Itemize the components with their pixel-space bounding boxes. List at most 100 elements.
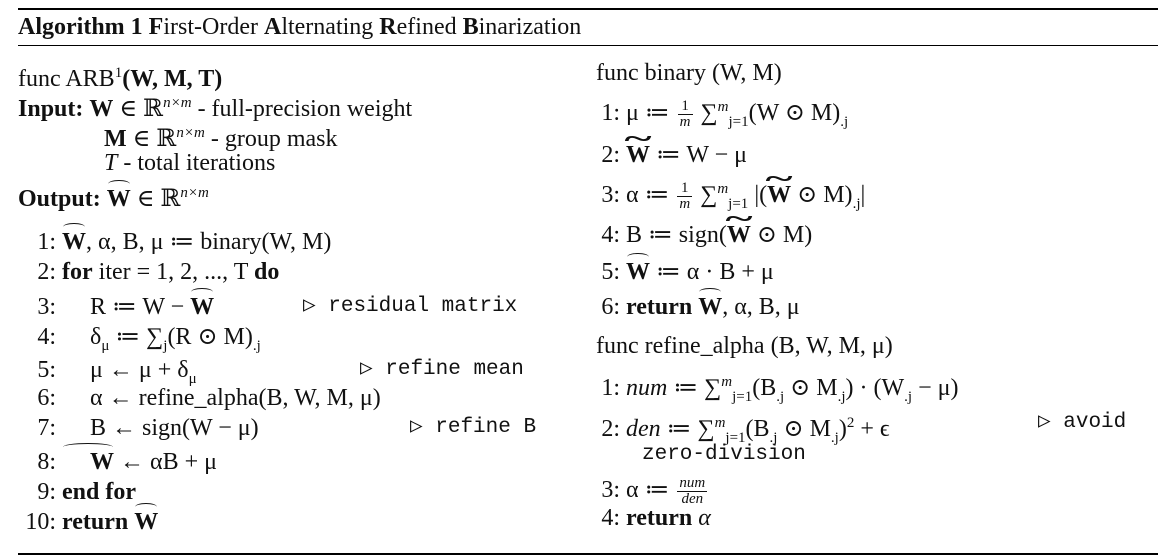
step-text: μ ≔ xyxy=(626,100,676,126)
step-text: ⊙ M) xyxy=(791,182,853,208)
subscript: .j xyxy=(852,195,861,212)
arb-step-4: 4: δμ ≔ ∑j(R ⊙ M).j xyxy=(18,322,260,361)
top-rule xyxy=(18,8,1158,10)
step-text: (B xyxy=(752,375,777,401)
w-hat-symbol: W xyxy=(134,503,159,535)
step-text: ≔ ∑ xyxy=(667,375,722,401)
step-text: (W ⊙ M) xyxy=(748,100,841,126)
func-args: (W, M, T) xyxy=(122,66,223,92)
subscript: j xyxy=(163,337,168,354)
subscript: .j xyxy=(776,388,785,405)
footnote-mark: 1 xyxy=(114,65,123,81)
arb-step-3: 3: R ≔ W − W xyxy=(18,288,215,322)
line-number: 4: xyxy=(37,324,56,350)
var-num: num xyxy=(626,375,668,401)
w-tilde-symbol: W xyxy=(727,220,751,250)
subscript: μ xyxy=(188,370,197,387)
arb-step-2: 2: for iter = 1, 2, ..., T do xyxy=(18,257,279,287)
input-label: Input: xyxy=(18,96,84,122)
comment-refine-b: ▷ refine B xyxy=(410,416,537,439)
return-keyword: return xyxy=(626,294,693,320)
subscript: j=1 xyxy=(728,113,749,130)
subscript: .j xyxy=(837,388,846,405)
superscript: m xyxy=(714,415,726,431)
superscript: m xyxy=(717,99,729,115)
step-text: ≔ ∑ xyxy=(660,416,715,442)
output-symbol: W xyxy=(106,180,131,212)
w-hat-symbol: W xyxy=(626,253,650,285)
line-number: 4: xyxy=(601,505,620,531)
line-number: 6: xyxy=(601,294,620,320)
w-hat-symbol: W xyxy=(698,288,723,320)
subscript: j=1 xyxy=(732,388,753,405)
step-text: , α, B, μ ≔ binary(W, M) xyxy=(86,229,332,255)
subscript: .j xyxy=(840,113,849,130)
step-text: ∑ xyxy=(694,182,718,208)
input-set: ∈ ℝ xyxy=(132,126,177,152)
line-number: 5: xyxy=(601,259,620,285)
subscript: .j xyxy=(904,388,913,405)
output-line: Output: W ∈ ℝn×m xyxy=(18,178,209,214)
superscript: 2 xyxy=(846,415,855,431)
step-text: (B xyxy=(745,416,770,442)
title-word: irst-Order xyxy=(163,14,264,40)
w-hat-symbol: W xyxy=(190,288,215,320)
arb-step-9: 9: end for xyxy=(18,477,136,507)
subscript: .j xyxy=(830,429,839,446)
arb-step-7: 7: B ← sign(W − μ) xyxy=(18,413,259,443)
comment-zero-division: zero-division xyxy=(642,443,806,466)
title-word: efined xyxy=(396,14,463,40)
line-number: 5: xyxy=(37,357,56,383)
step-text: α xyxy=(692,505,711,531)
refine-step-2: 2: den ≔ ∑mj=1(B.j ⊙ M.j)2 + ϵ xyxy=(596,408,890,453)
line-number: 1: xyxy=(601,100,620,126)
step-text: , α, B, μ xyxy=(722,294,800,320)
line-number: 7: xyxy=(37,415,56,441)
arb-step-1: 1: W, α, B, μ ≔ binary(W, M) xyxy=(18,223,332,257)
binary-step-2: 2: W ≔ W − μ xyxy=(596,140,747,170)
output-exp: n×m xyxy=(180,185,209,201)
title-initial: R xyxy=(379,14,397,40)
step-text: ⊙ M xyxy=(784,375,838,401)
w-tilde-symbol: W xyxy=(626,140,650,170)
input-symbol: T xyxy=(104,150,118,176)
subscript: .j xyxy=(769,429,778,446)
binary-step-6: 6: return W, α, B, μ xyxy=(596,288,800,322)
line-number: 3: xyxy=(37,294,56,320)
output-label: Output: xyxy=(18,186,101,212)
step-text: ← αB + μ xyxy=(114,449,217,475)
line-number: 1: xyxy=(37,229,56,255)
subscript: μ xyxy=(101,337,110,354)
step-text: B ← sign(W − μ) xyxy=(90,415,259,441)
step-text: α ≔ xyxy=(626,182,676,208)
arb-step-6: 6: α ← refine_alpha(B, W, M, μ) xyxy=(18,383,381,413)
title-word: inarization xyxy=(478,14,582,40)
input-symbol: M xyxy=(104,126,127,152)
line-number: 2: xyxy=(37,259,56,285)
input-desc: - group mask xyxy=(204,126,338,152)
step-text: + ϵ xyxy=(854,416,890,442)
step-text: − μ) xyxy=(912,375,959,401)
frac-denominator: m xyxy=(679,195,691,212)
step-text: ⊙ M) xyxy=(750,222,813,248)
step-text: ) xyxy=(838,416,847,442)
binary-step-5: 5: W ≔ α · B + μ xyxy=(596,253,774,287)
title-initial: F xyxy=(148,14,164,40)
refine-func-header: func refine_alpha (B, W, M, μ) xyxy=(596,333,893,359)
comment-residual: ▷ residual matrix xyxy=(303,295,518,318)
title-initial: A xyxy=(263,14,282,40)
caption-label: Algorithm 1 xyxy=(18,14,143,40)
step-text: α ← refine_alpha(B, W, M, μ) xyxy=(90,385,381,411)
step-text: R ≔ W − xyxy=(90,294,191,320)
comment-avoid: ▷ avoid xyxy=(1038,411,1127,434)
algorithm-caption: Algorithm 1 First-Order Alternating Refi… xyxy=(18,10,581,44)
step-text: | xyxy=(860,182,866,208)
step-text: ≔ α · B + μ xyxy=(650,259,774,285)
w-hat-symbol: W xyxy=(62,443,114,477)
line-number: 2: xyxy=(601,416,620,442)
input-exp: n×m xyxy=(163,95,192,111)
var-den: den xyxy=(626,416,661,442)
